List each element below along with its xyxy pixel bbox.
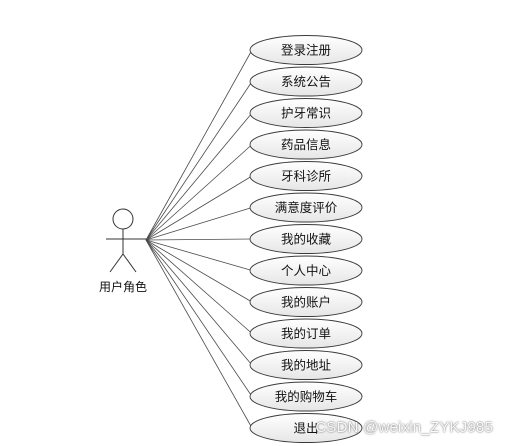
use-case: 个人中心 [249,255,363,286]
association-lines [145,49,253,429]
use-case-label: 退出 [293,421,318,436]
use-case: 满意度评价 [249,192,363,223]
watermark: CSDN @weixin_ZYKJ985 [315,419,493,436]
association-line [145,239,253,397]
use-case-ellipse [249,224,363,254]
use-case: 登录注册 [249,35,363,65]
use-case-ellipse [249,66,363,97]
use-case-ellipse [249,192,363,223]
use-case: 退出 [249,413,363,443]
use-case-ellipse [249,350,363,380]
use-case: 牙科诊所 [249,161,363,191]
association-line [145,175,253,241]
actor-right-leg [122,253,137,273]
association-line [145,239,253,334]
use-case-label: 我的购物车 [275,389,338,404]
actor-head [112,208,134,230]
use-case-label: 个人中心 [281,263,332,278]
use-case-list: 登录注册系统公告护牙常识药品信息牙科诊所满意度评价我的收藏个人中心我的账户我的订… [249,35,363,443]
use-case: 我的账户 [249,287,363,317]
use-case-ellipse [249,161,363,191]
use-case-ellipse [249,318,363,349]
use-case-ellipse [249,255,363,286]
use-case-label: 我的地址 [281,358,332,373]
use-case: 我的地址 [249,350,363,380]
use-case-label: 我的账户 [281,295,331,310]
use-case: 系统公告 [249,66,363,97]
use-case-label: 牙科诊所 [281,169,331,184]
use-case-label: 药品信息 [281,137,331,152]
use-case-label: 护牙常识 [281,106,331,121]
use-case-label: 满意度评价 [275,200,338,215]
association-line [145,112,253,241]
actor: 用户角色 [99,208,147,294]
use-case: 我的购物车 [249,381,363,412]
association-line [145,239,253,366]
use-case: 药品信息 [249,129,363,160]
association-line [145,81,253,241]
actor-label: 用户角色 [99,279,147,294]
use-case-ellipse [249,35,363,65]
association-line [145,49,253,241]
use-case-label: 登录注册 [281,43,331,58]
association-line [145,144,253,241]
use-case-ellipse [249,381,363,412]
use-case-label: 系统公告 [281,74,331,89]
use-case-label: 我的收藏 [281,232,332,247]
association-line [145,238,253,241]
actor-left-leg [109,253,124,273]
use-case-ellipse [249,129,363,160]
use-case-ellipse [249,98,363,128]
use-case-label: 我的订单 [281,326,331,341]
use-case: 护牙常识 [249,98,363,128]
use-case: 我的订单 [249,318,363,349]
association-line [145,207,253,241]
association-line [145,239,253,429]
use-case-ellipse [249,287,363,317]
association-line [145,239,253,271]
use-case-ellipse [249,413,363,443]
use-case: 我的收藏 [249,224,363,254]
association-line [145,239,253,303]
